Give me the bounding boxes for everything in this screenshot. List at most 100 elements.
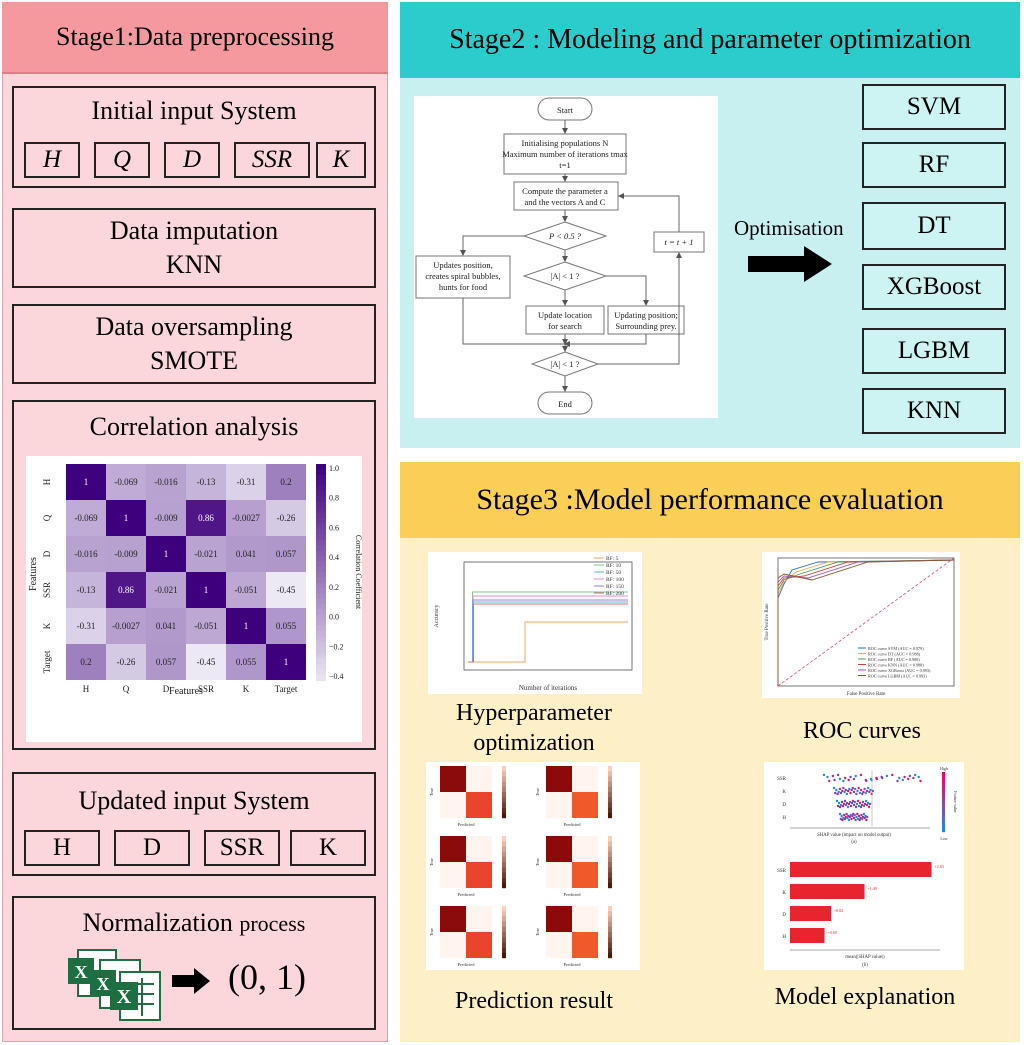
cm-colorbar	[608, 776, 612, 782]
heatmap-cell-value: -0.021	[154, 585, 177, 595]
hyper-legend-label: RF: 5	[606, 556, 619, 562]
model-dt: DT	[862, 202, 1006, 250]
heatmap-cell	[146, 608, 186, 644]
heatmap-cell	[186, 644, 226, 680]
cm-colorbar	[608, 942, 612, 948]
model-explanation-label: Model explanation	[774, 984, 956, 1010]
heatmap-cell-value: 0.057	[276, 549, 297, 559]
shap-dot	[867, 805, 871, 809]
heatmap-cell-value: -0.26	[277, 513, 296, 523]
flow-init-line2: Maximum number of iterations tmax	[502, 149, 628, 159]
shap-dot	[835, 788, 838, 792]
colorbar-segment	[316, 647, 326, 654]
heatmap-cell	[226, 500, 266, 536]
cm-colorbar	[608, 856, 612, 863]
cm-colorbar	[502, 906, 506, 912]
shap-dot	[836, 792, 839, 796]
cm-cell	[572, 932, 598, 958]
shap-colorbar	[942, 808, 945, 812]
shap-dot	[860, 803, 864, 807]
shap-dot	[862, 812, 866, 816]
heatmap-cell	[106, 644, 146, 680]
heatmap-cell-value: -0.45	[277, 585, 296, 595]
initial-input-box: Initial input System H Q D SSR K	[12, 86, 376, 188]
heatmap-cell-value: -0.0027	[232, 513, 260, 523]
heatmap-cell-value: 0.057	[156, 657, 177, 667]
excel-files-icon: X X X	[68, 949, 161, 1021]
colorbar-tick: 0.4	[329, 553, 339, 562]
heatmap-cell	[226, 536, 266, 572]
shap-caption-a: (a)	[851, 840, 857, 845]
shap-dot	[864, 791, 867, 795]
shap-dot	[854, 774, 857, 778]
cm-colorbar	[502, 932, 506, 938]
shap-dot	[838, 812, 842, 816]
heatmap-ylabel: Features	[28, 557, 39, 591]
shap-dot	[842, 816, 845, 820]
colorbar-segment	[316, 523, 326, 530]
updated-var-ssr: SSR	[204, 830, 280, 866]
cm-cell	[546, 862, 572, 888]
flow-a-label: |A| < 1 ?	[551, 271, 580, 281]
flow-surround-node	[607, 305, 685, 335]
cm-colorbar	[502, 781, 506, 787]
shap-dot	[847, 802, 851, 806]
shap-dot	[855, 792, 858, 796]
cm-ylabel: True	[429, 858, 434, 866]
cm-ylabel: True	[535, 788, 540, 796]
shap-dot	[846, 789, 850, 793]
shap-dot	[831, 774, 835, 778]
cm-cell	[440, 906, 466, 932]
colorbar-segment	[316, 642, 326, 649]
heatmap-x-tick: D	[163, 684, 170, 694]
input-var-ssr: SSR	[234, 142, 310, 178]
heatmap-cell	[146, 536, 186, 572]
hyper-legend-label: RF: 50	[606, 570, 621, 576]
flow-end-node	[537, 391, 593, 415]
colorbar-segment	[316, 464, 326, 471]
cm-xlabel: Predicted	[458, 892, 476, 897]
heatmap-y-tick: SSR	[42, 582, 52, 598]
shap-dot	[826, 775, 829, 779]
heatmap-cell	[146, 572, 186, 608]
flow-surround-line2: Surrounding prey.	[615, 321, 676, 331]
shap-dot	[853, 787, 857, 791]
shap-dot	[849, 813, 852, 817]
shap-dot	[858, 791, 862, 795]
hyperparameter-label-line1: Hyperparameter	[456, 700, 612, 726]
shap-bar	[790, 906, 831, 921]
shap-dot	[840, 800, 844, 804]
flow-spiral-line2: creates spiral bubbles,	[425, 271, 500, 281]
shap-bar-value: +1.49	[868, 886, 877, 891]
shap-colorbar	[942, 793, 945, 797]
shap-dot	[857, 786, 860, 790]
heatmap-cell	[106, 464, 146, 500]
colorbar-segment	[316, 604, 326, 611]
shap-dot	[864, 799, 868, 803]
woa-flowchart: Start Initialising populations N Maximum…	[414, 96, 718, 418]
data-oversampling-box: Data oversampling SMOTE	[12, 304, 376, 384]
heatmap-cell-value: 0.2	[80, 657, 91, 667]
heatmap-cell-value: 1	[284, 657, 289, 667]
heatmap-x-tick: Q	[123, 684, 130, 694]
heatmap-cell	[266, 608, 306, 644]
roc-curve	[777, 559, 955, 686]
shap-dot	[866, 801, 870, 805]
colorbar-segment	[316, 615, 326, 622]
shap-dot	[919, 779, 922, 783]
heatmap-cell	[226, 572, 266, 608]
colorbar-tick: 0.0	[329, 613, 339, 622]
shap-dot	[845, 812, 848, 816]
shap-dot	[843, 790, 846, 794]
colorbar-label: Correlation Coefficient	[354, 535, 362, 610]
shap-dot	[833, 778, 836, 782]
data-oversampling-title: Data oversampling	[95, 312, 293, 341]
cm-colorbar	[608, 797, 612, 803]
shap-dot	[856, 812, 859, 816]
shap-dot	[850, 788, 853, 792]
shap-dot	[845, 792, 849, 796]
shap-dot	[839, 817, 843, 821]
heatmap-cell-value: -0.069	[74, 513, 98, 523]
cm-colorbar	[502, 807, 506, 813]
